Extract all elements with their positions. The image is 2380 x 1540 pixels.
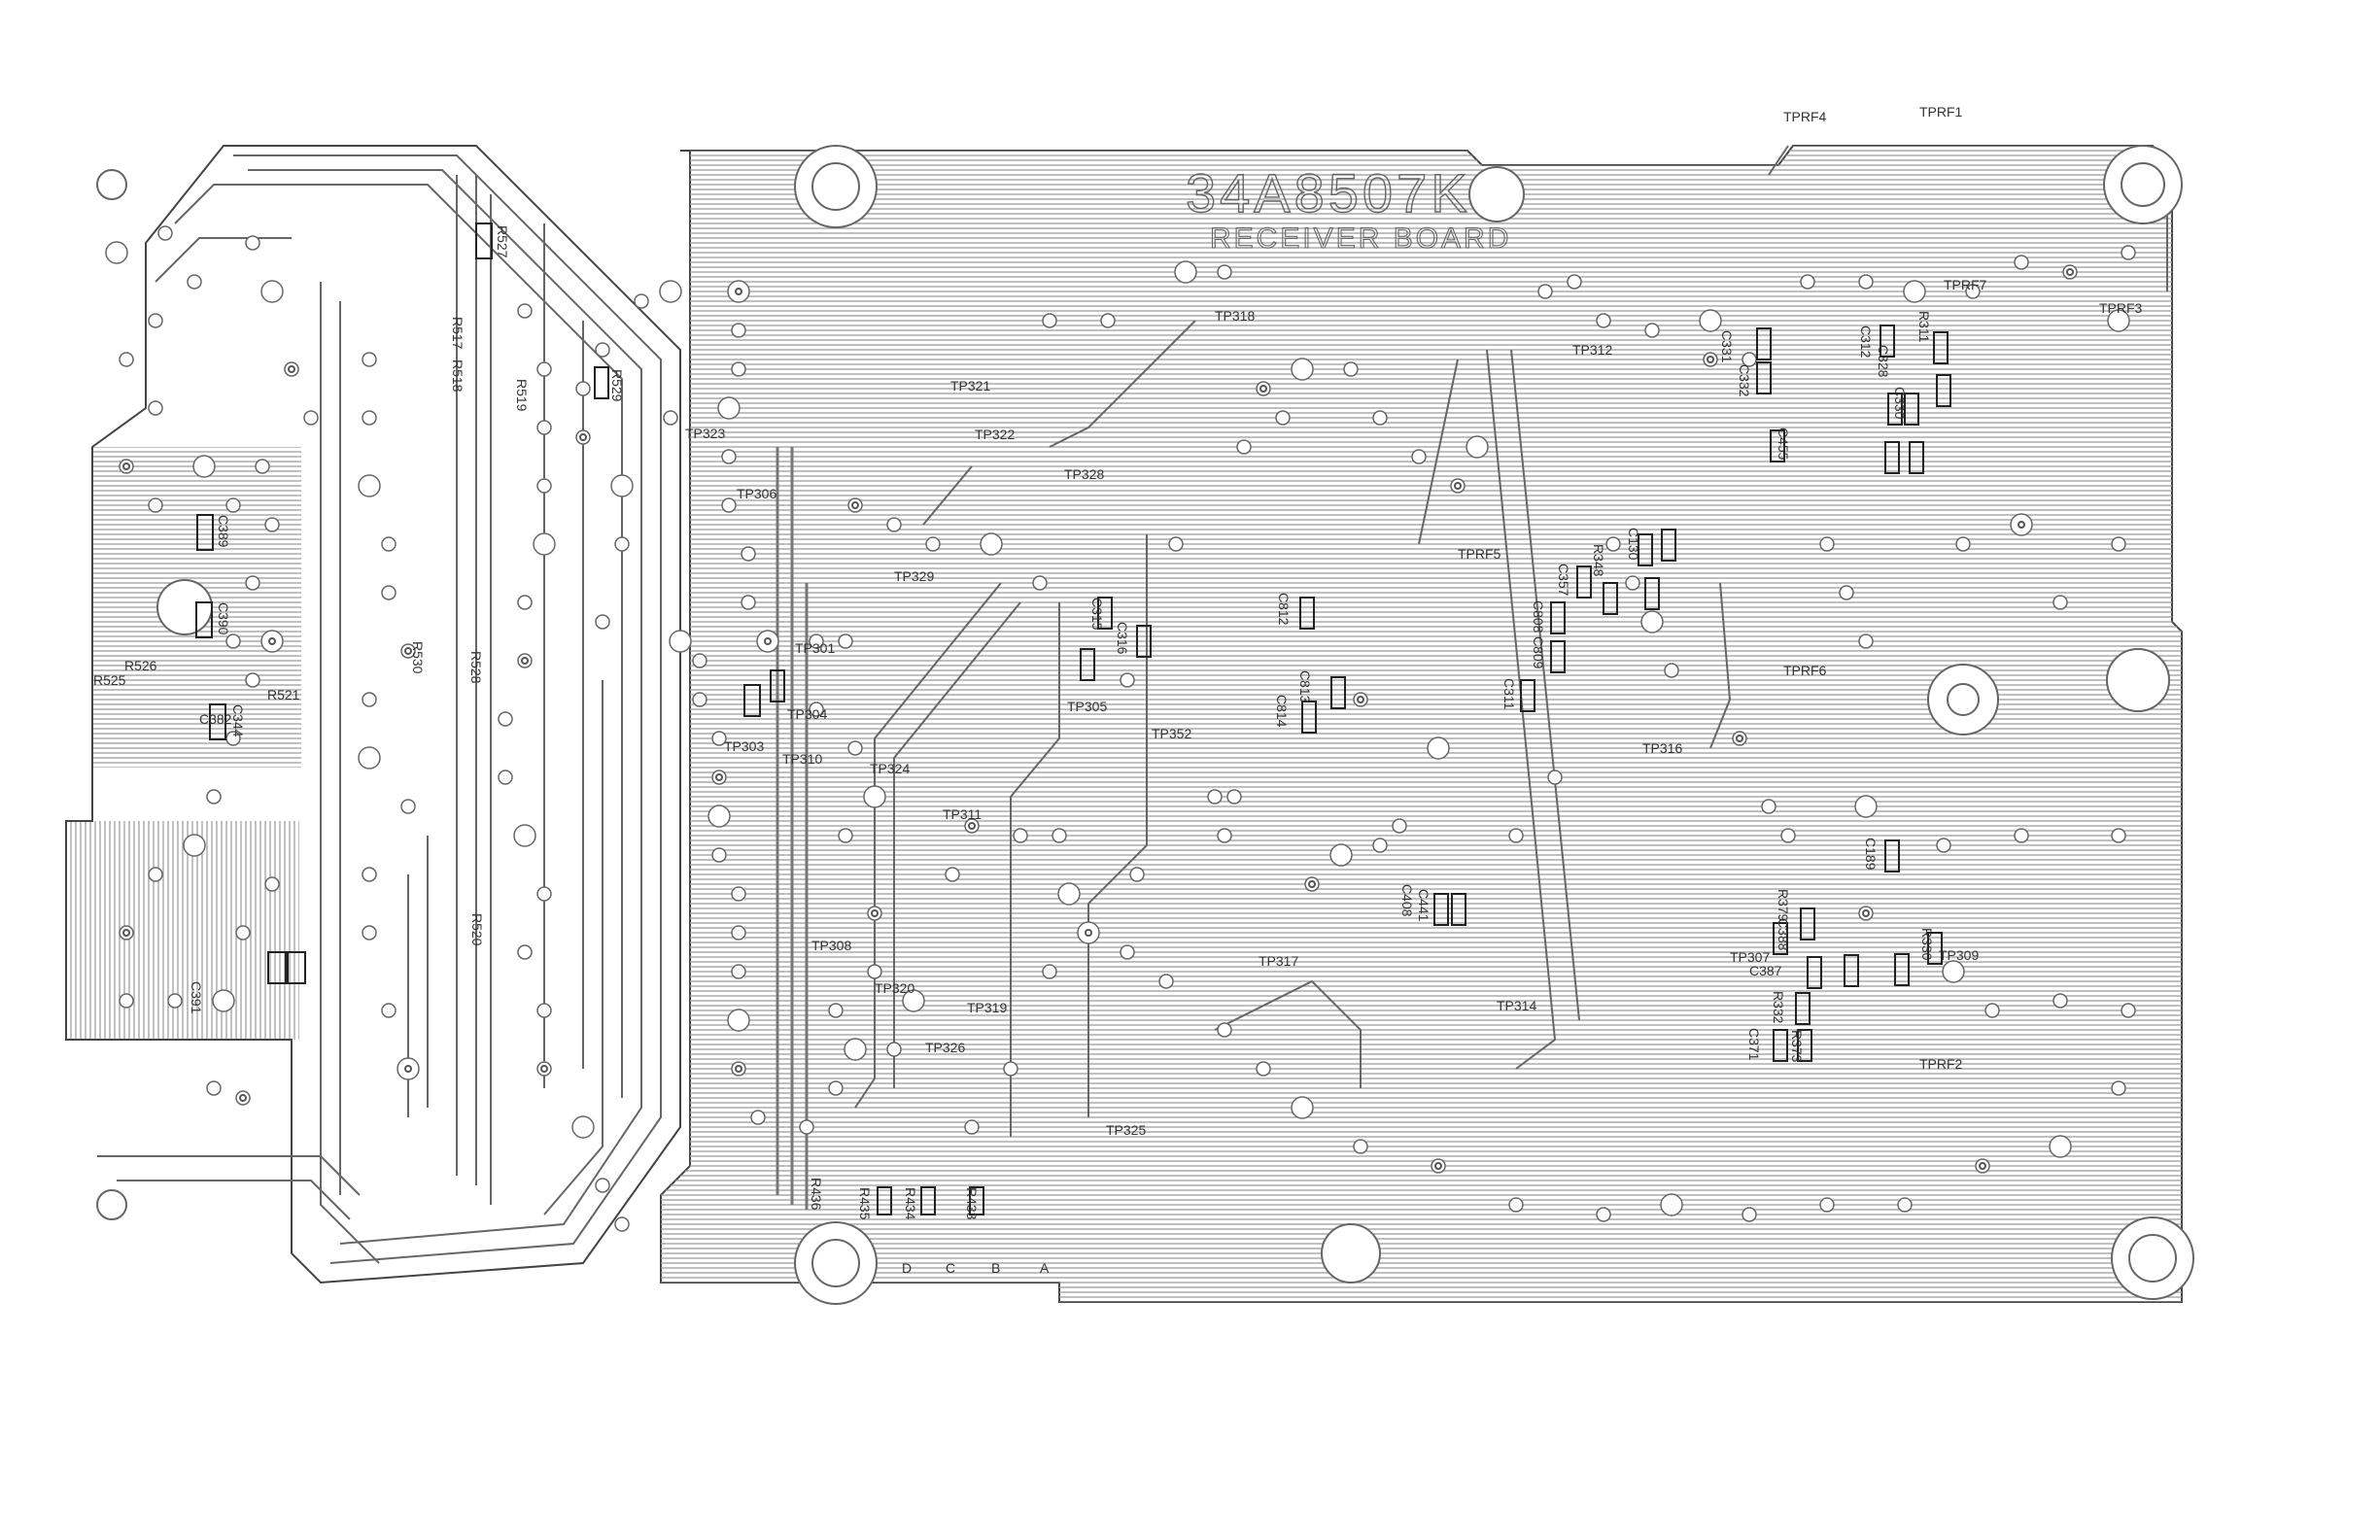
component-ref-label: C316 — [1115, 622, 1130, 655]
component-ref-label: R348 — [1591, 544, 1606, 577]
left-lower-ground-plane-hatch — [66, 821, 299, 1040]
test-point-label: TP312 — [1572, 342, 1612, 358]
component-ref-label: R529 — [609, 369, 625, 402]
board-part-number: 34A8507K — [1186, 162, 1471, 223]
component-ref-label: C809 — [1531, 636, 1546, 669]
test-point-label: TP305 — [1067, 699, 1107, 714]
left-board-outline — [65, 145, 681, 1284]
component-ref-label: C813 — [1297, 670, 1313, 703]
component-ref-label: R311 — [1916, 311, 1932, 343]
component-ref-label: C382 — [199, 711, 232, 727]
test-point-label: TP304 — [787, 706, 827, 722]
component-ref-label: R526 — [124, 658, 157, 673]
test-point-label: TP323 — [685, 426, 725, 441]
test-point-label: TPRF1 — [1919, 104, 1963, 120]
test-point-label: TPRF6 — [1783, 663, 1827, 678]
component-ref-label: R436 — [809, 1178, 824, 1211]
test-point-label: TPRF2 — [1919, 1056, 1963, 1072]
main-traces — [776, 145, 2168, 1210]
test-point-label: TPRF7 — [1944, 277, 1987, 292]
component-ref-label: R528 — [468, 651, 484, 684]
test-point-label: TP314 — [1497, 998, 1536, 1013]
component-ref-label: C330 — [1892, 387, 1908, 420]
test-point-label: TP317 — [1259, 953, 1298, 969]
test-point-label: TP301 — [795, 640, 835, 656]
test-point-label: TP319 — [967, 1000, 1007, 1015]
test-point-label: TPRF3 — [2099, 300, 2143, 316]
test-point-label: TP308 — [811, 938, 851, 953]
component-ref-label: C388 — [1776, 918, 1791, 951]
test-point-label: TP352 — [1152, 726, 1191, 741]
connector-pin-label: B — [991, 1260, 1000, 1276]
component-ref-label: C441 — [1416, 889, 1431, 922]
test-point-label: TP311 — [943, 806, 982, 822]
component-ref-label: C189 — [1863, 838, 1879, 871]
component-ref-label: C391 — [189, 981, 204, 1014]
component-ref-label: C311 — [1501, 678, 1517, 710]
component-ref-label: C315 — [1089, 598, 1105, 631]
component-ref-label: C390 — [216, 602, 231, 635]
component-ref-label: R521 — [267, 687, 300, 702]
component-ref-label: C814 — [1274, 695, 1290, 728]
test-point-label: TP326 — [925, 1040, 965, 1055]
component-ref-label: C344 — [230, 704, 246, 737]
test-point-label: TPRF4 — [1783, 109, 1827, 124]
component-ref-label: C808 — [1531, 600, 1546, 633]
component-ref-label: C371 — [1746, 1028, 1762, 1061]
component-ref-label: C408 — [1399, 884, 1415, 917]
component-ref-label: C455 — [1776, 428, 1791, 461]
component-ref-label: R527 — [495, 225, 510, 258]
component-ref-label: R330 — [1919, 928, 1935, 961]
component-ref-label: C332 — [1737, 364, 1752, 397]
test-point-label: TP306 — [737, 486, 776, 501]
test-point-label: TP322 — [975, 427, 1015, 442]
board-name: RECEIVER BOARD — [1210, 222, 1511, 255]
component-ref-label: R434 — [903, 1187, 918, 1220]
test-point-label: TP310 — [782, 751, 822, 767]
component-ref-label: C328 — [1876, 345, 1891, 378]
test-point-label: TP307 — [1730, 949, 1770, 965]
test-point-label: TPRF5 — [1458, 546, 1501, 562]
test-point-label: TP316 — [1642, 740, 1682, 756]
component-ref-label: C812 — [1276, 593, 1292, 626]
component-ref-label: R433 — [964, 1187, 980, 1220]
test-point-label: TP318 — [1215, 308, 1255, 324]
connector-pin-label: D — [902, 1260, 912, 1276]
test-point-label: TP321 — [950, 378, 990, 394]
mounting-holes — [96, 145, 2194, 1305]
test-point-label: TP328 — [1064, 466, 1104, 482]
component-ref-label: R525 — [93, 672, 126, 688]
component-ref-label: R517 — [450, 317, 466, 350]
component-ref-label: R379 — [1776, 889, 1791, 922]
component-ref-label: C312 — [1858, 325, 1874, 359]
component-ref-label: R519 — [514, 379, 530, 412]
test-point-label: TP325 — [1106, 1122, 1146, 1138]
component-pads — [105, 225, 2136, 1232]
component-outlines — [195, 222, 1951, 1215]
component-ref-label: R332 — [1771, 991, 1786, 1024]
component-ref-label: C357 — [1556, 564, 1571, 597]
component-ref-label: R435 — [857, 1187, 873, 1220]
connector-pin-label: C — [946, 1260, 955, 1276]
test-point-label: TP329 — [894, 568, 934, 584]
component-ref-label: R530 — [410, 641, 426, 674]
test-point-label: TP309 — [1939, 947, 1979, 963]
test-point-label: TP324 — [870, 761, 910, 776]
left-traces — [97, 154, 662, 1264]
component-ref-label: C331 — [1719, 330, 1735, 363]
component-ref-label: C389 — [216, 515, 231, 548]
test-point-label: TP320 — [875, 980, 914, 996]
test-point-label: TP303 — [724, 738, 764, 754]
component-ref-label: R518 — [450, 359, 466, 393]
component-ref-label: R373 — [1789, 1030, 1805, 1063]
component-ref-label: R520 — [469, 913, 485, 946]
component-ref-label: C387 — [1749, 963, 1782, 978]
component-ref-label: C130 — [1626, 528, 1641, 561]
connector-pin-label: A — [1040, 1260, 1050, 1276]
